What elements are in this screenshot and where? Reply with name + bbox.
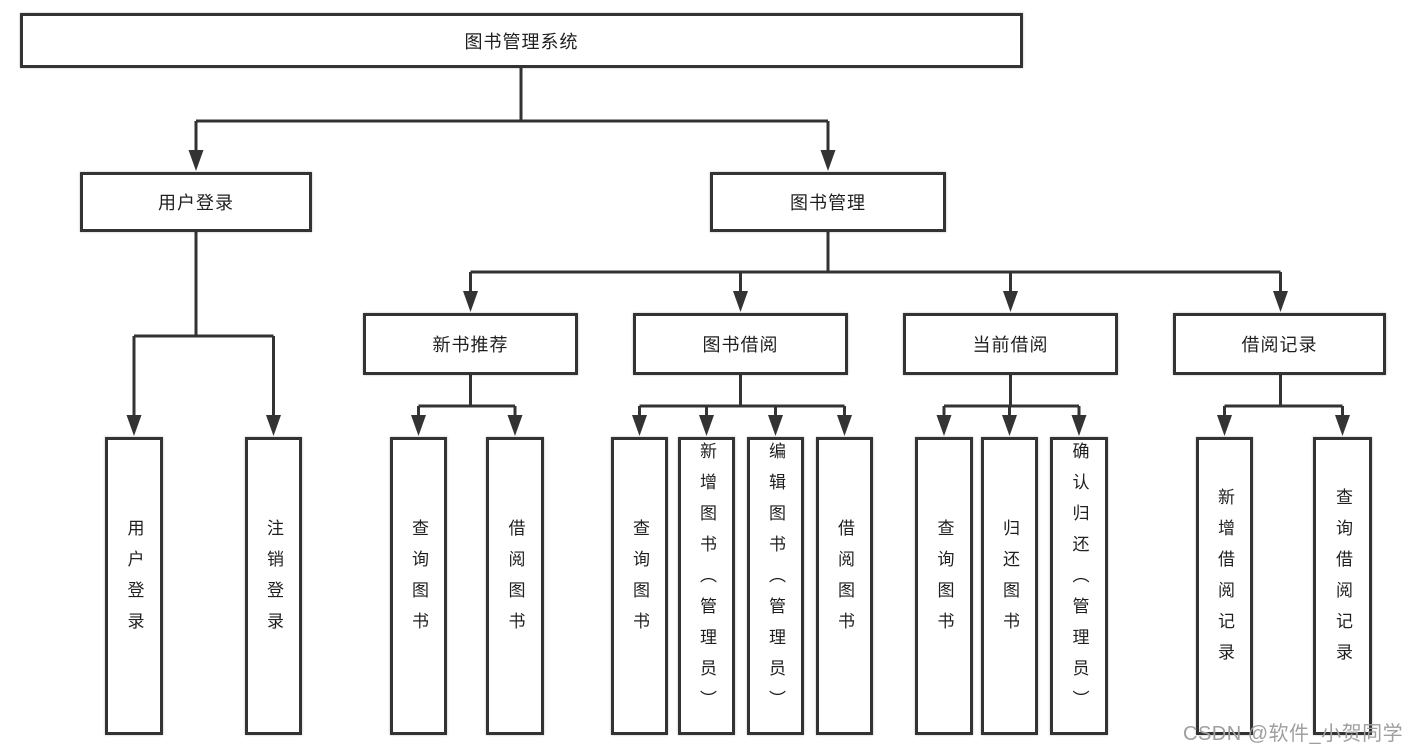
connector-new-book (417, 375, 517, 417)
node-label: 注销登录 (264, 519, 283, 643)
arrowhead-icon (837, 415, 852, 436)
connector-current-borrow (942, 375, 1081, 417)
node-label: 编辑图书（管理员） (766, 441, 785, 721)
leaf-records-query: 查询借阅记录 (1313, 437, 1372, 735)
leaf-newbook-query: 查询图书 (390, 437, 447, 735)
leaf-newbook-borrow: 借阅图书 (486, 437, 544, 735)
leaf-records-add: 新增借阅记录 (1196, 437, 1253, 735)
connector-root (194, 68, 830, 152)
node-label: 借阅图书 (505, 519, 525, 643)
leaf-borrow-add-admin: 新增图书（管理员） (678, 437, 735, 735)
node-label: 当前借阅 (972, 335, 1049, 355)
leaf-current-confirm-admin: 确认归还（管理员） (1050, 437, 1108, 735)
arrowhead-icon (699, 415, 714, 436)
node-label: 新书推荐 (432, 335, 509, 355)
node-label: 归还图书 (1000, 519, 1019, 643)
leaf-current-query: 查询图书 (915, 437, 973, 735)
arrowhead-icon (1217, 415, 1232, 436)
node-label: 查询借阅记录 (1333, 488, 1352, 674)
node-book-borrow: 图书借阅 (633, 313, 848, 375)
node-user-login: 用户登录 (80, 172, 312, 232)
node-label: 借阅图书 (835, 519, 854, 643)
csdn-watermark: CSDN @软件_小贺同学 (1183, 723, 1404, 745)
arrowhead-icon (632, 415, 647, 436)
node-book-mgmt: 图书管理 (710, 172, 946, 232)
connector-borrow-records (1223, 375, 1344, 417)
node-label: 查询图书 (409, 519, 428, 643)
node-label: 图书管理 (790, 193, 866, 213)
arrowhead-icon (733, 291, 748, 312)
node-label: 用户登录 (124, 519, 144, 643)
node-label: 图书借阅 (702, 335, 779, 355)
arrowhead-icon (1002, 415, 1017, 436)
node-label: 查询图书 (630, 519, 649, 643)
leaf-logout: 注销登录 (245, 437, 302, 735)
connector-book-mgmt (469, 232, 1282, 293)
node-borrow-records: 借阅记录 (1173, 313, 1386, 375)
arrowhead-icon (126, 415, 142, 436)
node-label: 确认归还（管理员） (1069, 441, 1089, 721)
leaf-borrow-borrow: 借阅图书 (816, 437, 873, 735)
arrowhead-icon (768, 415, 783, 436)
arrowhead-icon (266, 415, 281, 436)
arrowhead-icon (507, 415, 523, 436)
leaf-current-return: 归还图书 (981, 437, 1038, 735)
node-label: 用户登录 (158, 193, 234, 213)
leaf-borrow-edit-admin: 编辑图书（管理员） (747, 437, 804, 735)
arrowhead-icon (463, 291, 478, 312)
arrowhead-icon (936, 415, 952, 436)
node-label: 查询图书 (934, 519, 954, 643)
arrowhead-icon (1003, 291, 1018, 312)
leaf-user-login: 用户登录 (105, 437, 163, 735)
arrowhead-icon (1335, 415, 1350, 436)
node-new-book-recommend: 新书推荐 (363, 313, 578, 375)
node-label: 借阅记录 (1241, 335, 1318, 355)
connector-book-borrow (638, 375, 846, 417)
node-label: 新增借阅记录 (1215, 488, 1234, 674)
connector-user-login (132, 232, 275, 417)
node-label: 图书管理系统 (464, 31, 579, 52)
arrowhead-icon (1273, 291, 1288, 312)
leaf-borrow-query: 查询图书 (611, 437, 668, 735)
arrowhead-icon (1071, 415, 1087, 436)
arrowhead-icon (188, 150, 204, 171)
node-root: 图书管理系统 (20, 13, 1023, 68)
node-current-borrow: 当前借阅 (903, 313, 1118, 375)
arrowhead-icon (820, 150, 836, 171)
node-label: 新增图书（管理员） (697, 441, 716, 721)
arrowhead-icon (411, 415, 426, 436)
